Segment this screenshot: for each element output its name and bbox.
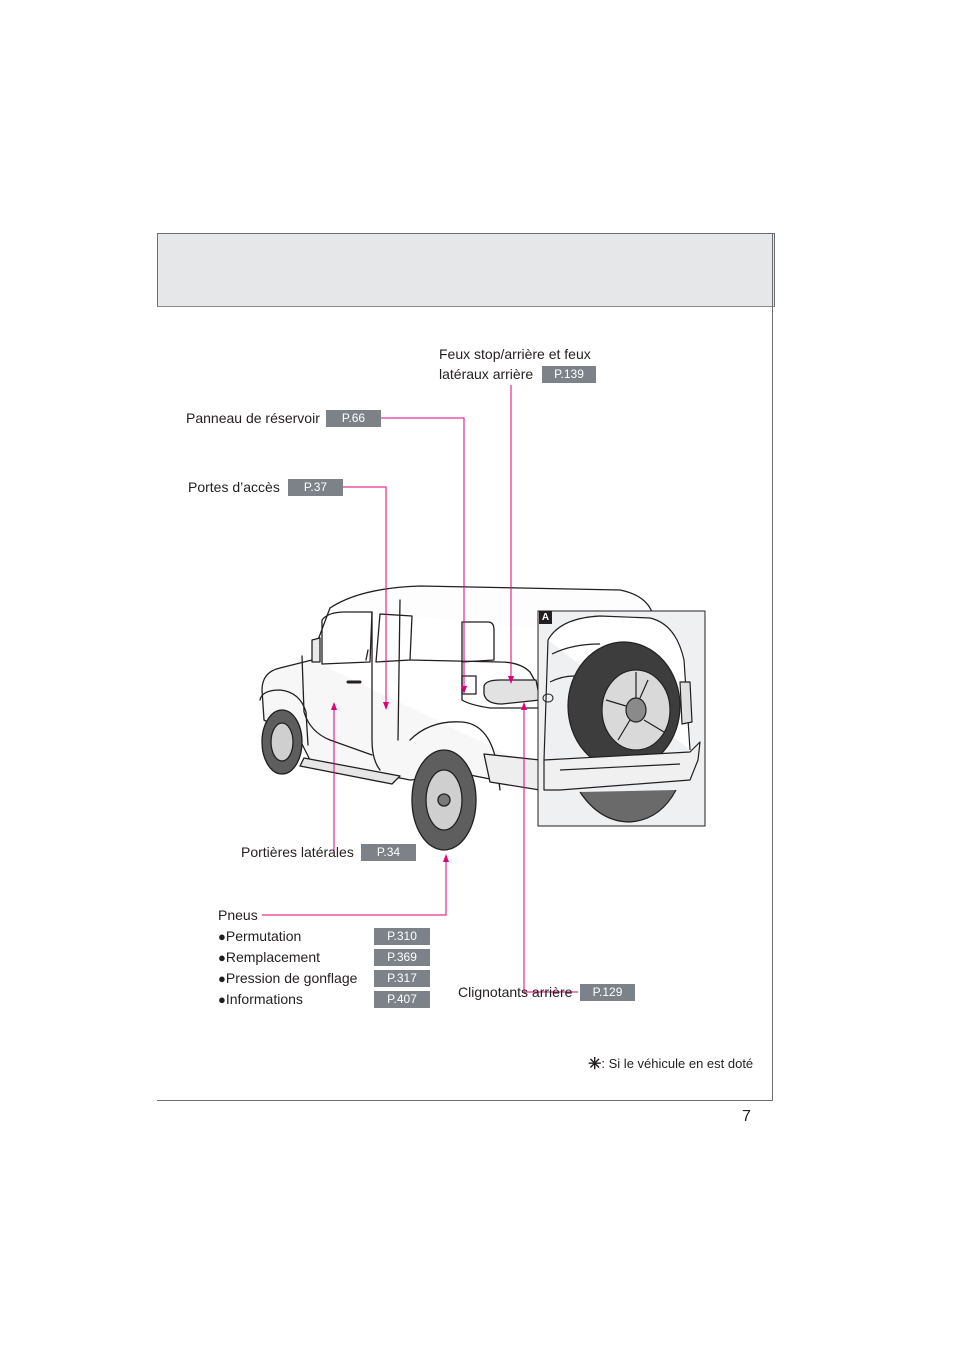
ref-remplacement[interactable]: P.369	[374, 949, 430, 966]
ref-clignotants-arriere[interactable]: P.129	[580, 984, 635, 1001]
inset-a-badge: A	[539, 611, 552, 624]
pneus-item-pression: ●Pression de gonflage	[218, 970, 358, 986]
ref-portes-acces[interactable]: P.37	[288, 479, 343, 496]
ref-panneau-reservoir[interactable]: P.66	[326, 410, 381, 427]
toyota-emblem-icon	[542, 693, 554, 703]
label-clignotants-arriere: Clignotants arrière	[458, 984, 573, 1000]
bullet-icon: ●	[218, 929, 226, 944]
ref-pression-gonflage[interactable]: P.317	[374, 970, 430, 987]
label-panneau-reservoir: Panneau de réservoir	[186, 410, 320, 426]
label-portieres-laterales: Portières latérales	[241, 844, 354, 860]
bullet-icon: ●	[218, 971, 226, 986]
frame-right-rule	[772, 233, 773, 1101]
label-feux-stop-line1: Feux stop/arrière et feux	[439, 346, 591, 362]
label-pneus: Pneus	[218, 907, 258, 923]
label-feux-stop-line2: latéraux arrière	[439, 366, 534, 382]
inset-a-illustration	[537, 610, 706, 827]
leader-panneau	[381, 417, 465, 690]
ref-informations[interactable]: P.407	[374, 991, 430, 1008]
header-band	[157, 233, 775, 307]
footnote-text: : Si le véhicule en est doté	[601, 1056, 754, 1071]
footnote: ✳: Si le véhicule en est doté	[588, 1053, 753, 1073]
leader-pneus	[262, 858, 447, 916]
leader-portes-acces	[343, 486, 387, 706]
bullet-icon: ●	[218, 992, 226, 1007]
ref-portieres-laterales[interactable]: P.34	[361, 844, 416, 861]
pneus-item-remplacement: ●Remplacement	[218, 949, 321, 965]
ref-permutation[interactable]: P.310	[374, 928, 430, 945]
asterisk-icon: ✳	[588, 1056, 602, 1073]
leader-lines	[262, 385, 578, 993]
pneus-item-permutation: ●Permutation	[218, 928, 302, 944]
leader-arrowheads	[331, 676, 527, 862]
pneus-item-informations: ●Informations	[218, 991, 303, 1007]
label-portes-acces: Portes d’accès	[188, 479, 280, 495]
footer-rule	[157, 1100, 773, 1101]
ref-feux-stop[interactable]: P.139	[542, 366, 596, 383]
bullet-icon: ●	[218, 950, 226, 965]
leader-clignotants	[523, 706, 578, 993]
page-number: 7	[742, 1108, 751, 1125]
